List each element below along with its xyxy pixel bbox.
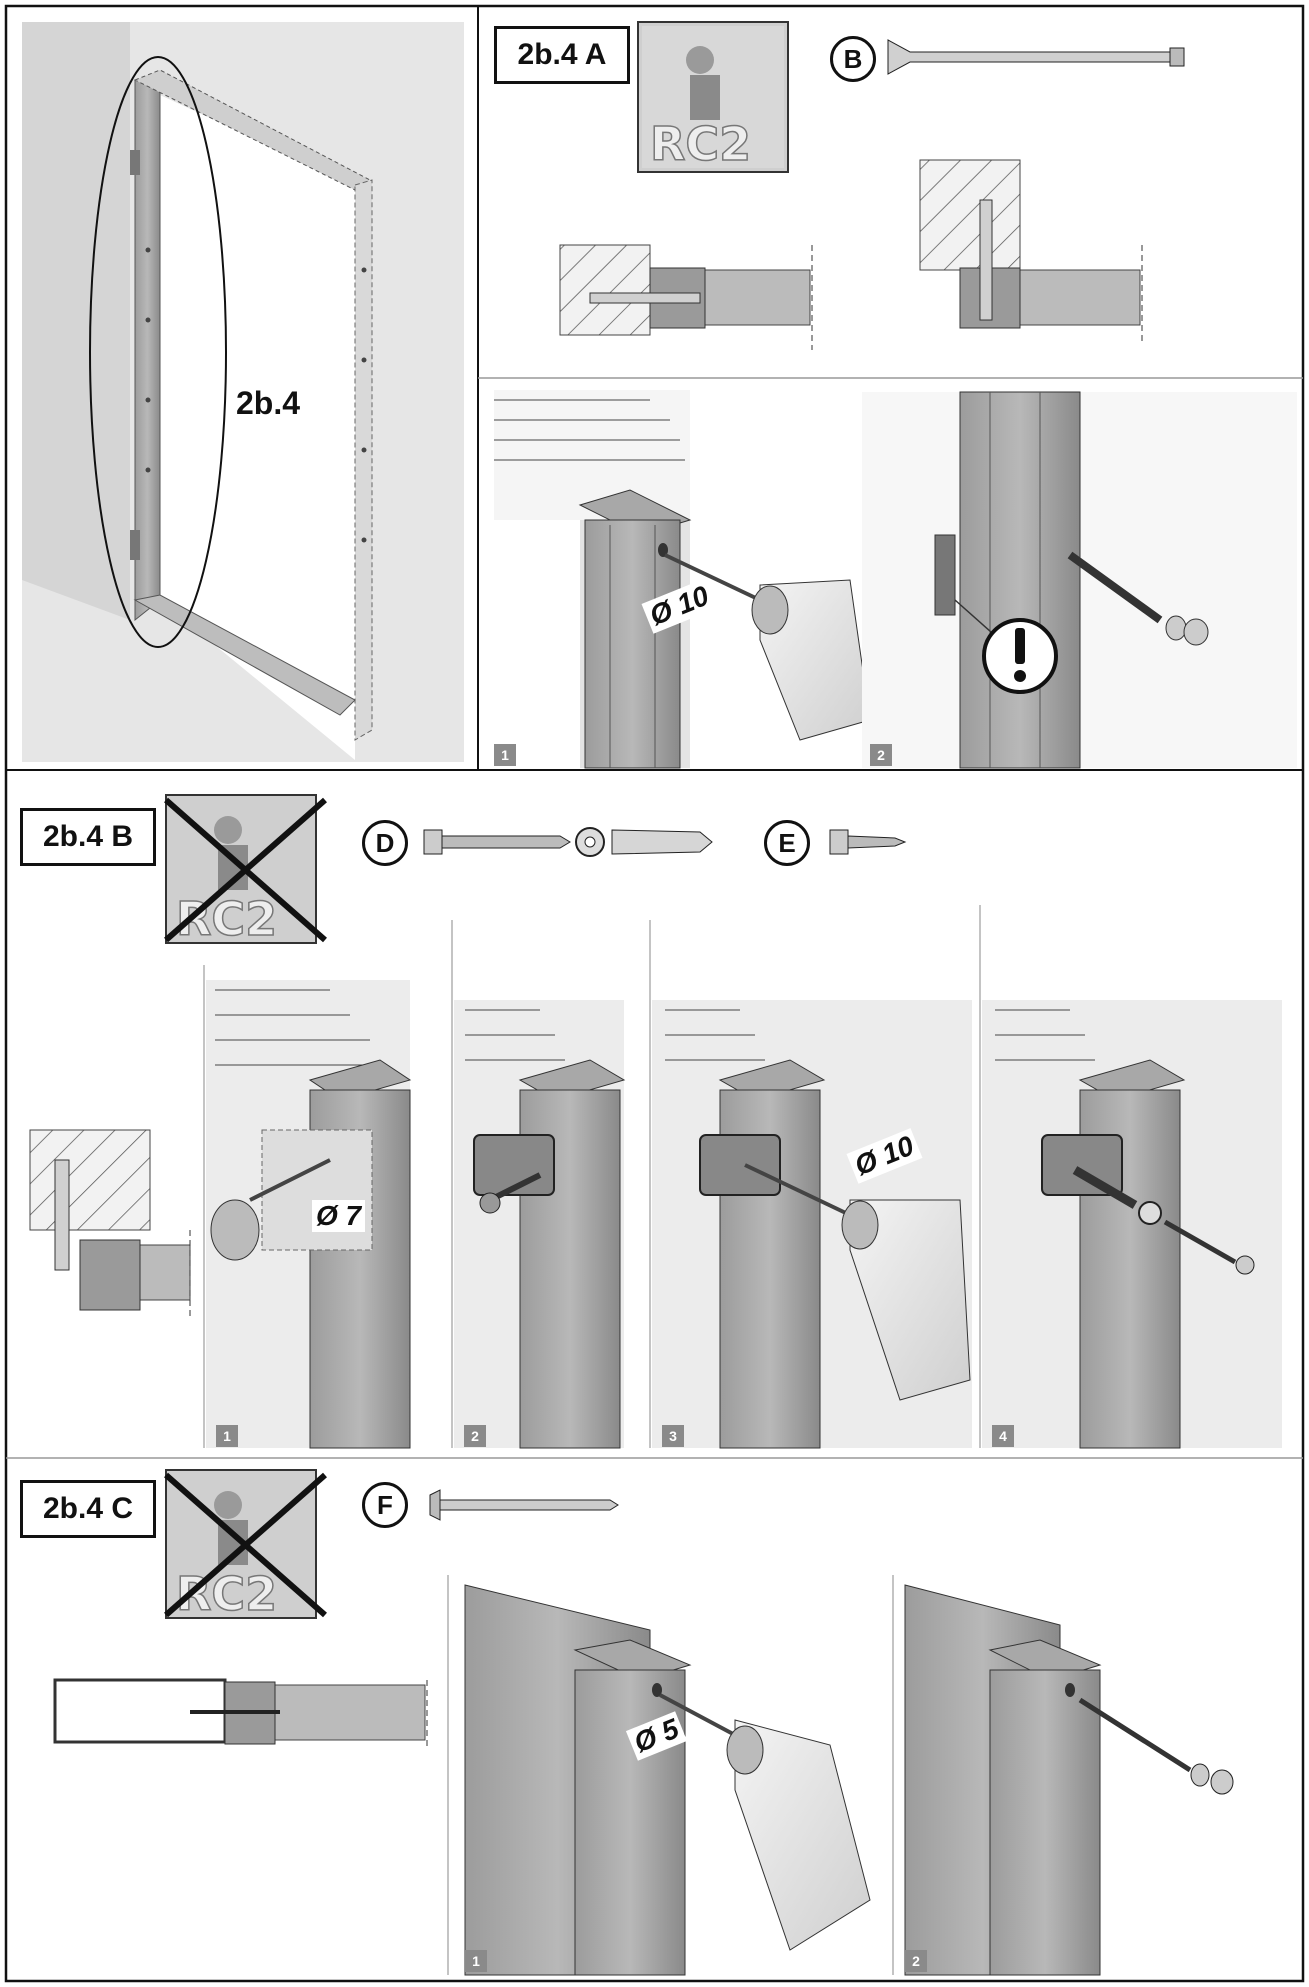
- part-d-letter: D: [362, 820, 408, 866]
- step-a-2: 2: [870, 744, 892, 766]
- part-b-frame-anchor: [887, 39, 1185, 75]
- drill-diameter-b1: Ø 7: [312, 1200, 366, 1232]
- section-c-step2-illustration: [892, 1575, 1234, 1976]
- step-b-1: 1: [216, 1425, 238, 1447]
- part-b-letter: B: [830, 36, 876, 82]
- step-c-1: 1: [465, 1950, 487, 1972]
- warning-icon: [982, 618, 1058, 694]
- section-a-anchor-diagram-right: [919, 159, 1143, 345]
- section-a-step2-illustration: [862, 391, 1297, 769]
- overview-illustration: [22, 22, 464, 762]
- section-a-anchor-diagram-left: [559, 244, 813, 350]
- part-d-screw-washer-plug: [423, 827, 713, 857]
- section-b-side-diagram: [29, 1129, 191, 1320]
- section-c-step1-illustration: [447, 1575, 871, 1976]
- step-b-4: 4: [992, 1425, 1014, 1447]
- section-a-label: 2b.4 A: [494, 26, 630, 84]
- section-a-step1-illustration: [494, 390, 871, 769]
- overview-label: 2b.4: [236, 385, 301, 421]
- rc2-badge-c-crossed-icon: RC2: [164, 1469, 327, 1622]
- section-b-step1-illustration: [203, 965, 412, 1449]
- section-b-step3-illustration: [649, 920, 972, 1449]
- rc2-badge-b-crossed-icon: RC2: [164, 794, 327, 947]
- svg-text:RC2: RC2: [176, 1567, 277, 1621]
- part-e-letter: E: [764, 820, 810, 866]
- section-c-label: 2b.4 C: [20, 1480, 156, 1538]
- section-b-step2-illustration: [451, 920, 626, 1449]
- section-b-step4-illustration: [979, 905, 1282, 1449]
- part-f-screw: [429, 1489, 619, 1521]
- part-e-screw: [829, 829, 907, 855]
- step-c-2: 2: [905, 1950, 927, 1972]
- step-b-3: 3: [662, 1425, 684, 1447]
- section-b-label: 2b.4 B: [20, 808, 156, 866]
- part-f-letter: F: [362, 1482, 408, 1528]
- svg-text:RC2: RC2: [650, 117, 751, 171]
- section-c-side-diagram: [53, 1678, 428, 1748]
- step-a-1: 1: [494, 744, 516, 766]
- step-b-2: 2: [464, 1425, 486, 1447]
- page-border: [4, 4, 1305, 1983]
- svg-text:RC2: RC2: [176, 892, 277, 946]
- rc2-badge-a-icon: RC2: [637, 21, 789, 173]
